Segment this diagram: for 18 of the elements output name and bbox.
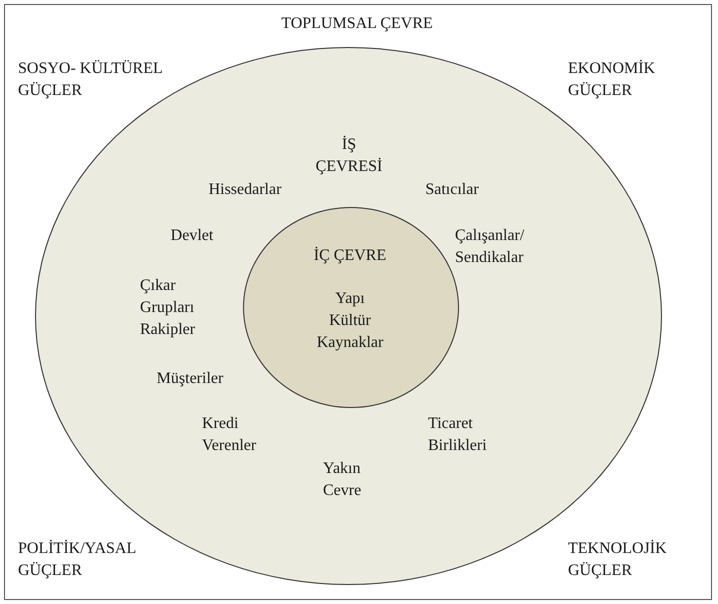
text-label: Ticaret Birlikleri	[428, 414, 487, 456]
text-label: Çıkar Grupları Rakipler	[140, 276, 196, 340]
corner-label: TEKNOLOJİK GÜÇLER	[568, 538, 668, 581]
text-label: Müşteriler	[156, 369, 224, 389]
frame-box	[4, 4, 712, 600]
text-label: Kredi Verenler	[202, 414, 256, 456]
text-label: Devlet	[170, 226, 214, 246]
text-label: Hissedarlar	[208, 180, 282, 200]
text-label: Yakın Cevre	[323, 459, 362, 501]
text-label: Yapı Kültür Kaynaklar	[316, 289, 384, 353]
text-label: Çalışanlar/ Sendikalar	[455, 226, 524, 268]
text-label: İÇ ÇEVRE	[312, 246, 388, 266]
corner-label: POLİTİK/YASAL GÜÇLER	[18, 538, 137, 581]
diagram-heading: TOPLUMSAL ÇEVRE	[280, 14, 434, 34]
text-label: İŞ ÇEVRESİ	[316, 134, 382, 177]
corner-label: SOSYO- KÜLTÜREL GÜÇLER	[18, 59, 164, 101]
text-label: Satıcılar	[425, 180, 479, 200]
corner-label: EKONOMİK GÜÇLER	[568, 58, 656, 101]
